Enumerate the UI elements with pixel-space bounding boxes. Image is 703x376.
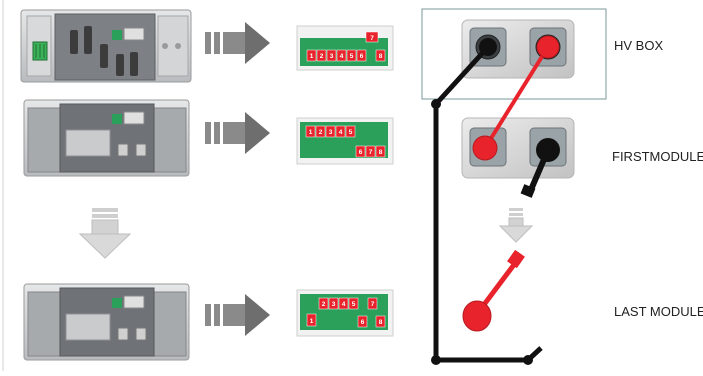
- dip-2-switch-7-label: 7: [369, 149, 373, 156]
- dip-1-switch-2-label: 2: [320, 53, 324, 60]
- dip-2-switch-2-label: 2: [319, 129, 323, 136]
- dip-2-switch-4-label: 4: [339, 129, 343, 136]
- dip-1-switch-1-label: 1: [310, 53, 314, 60]
- hv-box-unit: [20, 9, 192, 83]
- dip-2-switch-8-label: 8: [379, 149, 383, 156]
- dip-2-switch-1-label: 1: [309, 129, 313, 136]
- first-module-unit: [23, 99, 190, 177]
- arrow-right-3: [205, 294, 270, 336]
- first-module-label: FIRSTMODULE: [612, 149, 703, 164]
- red-cable: [462, 35, 560, 332]
- dip-1-switch-3-label: 3: [330, 53, 334, 60]
- dip-1-switch-7-label: 7: [370, 35, 374, 42]
- dip-1-switch-4-label: 4: [340, 53, 344, 60]
- dip-1-switch-5-label: 5: [350, 53, 354, 60]
- dip-3-switch-1-label: 1: [310, 318, 314, 325]
- hv-box-label: HV BOX: [614, 38, 663, 53]
- last-module-unit: [23, 283, 190, 361]
- arrow-down-left: [78, 208, 132, 259]
- dip-3-switch-5-label: 5: [352, 301, 356, 308]
- dip-board-2: 1 2 3 4 5 6 7 8: [296, 117, 394, 165]
- dip-3-switch-4-label: 4: [342, 301, 346, 308]
- dip-2-switch-6-label: 6: [359, 149, 363, 156]
- dip-1-switch-6-label: 6: [360, 53, 364, 60]
- arrow-right-2: [205, 112, 270, 154]
- arrow-down-right: [498, 208, 534, 243]
- dip-3-switch-7-label: 7: [371, 301, 375, 308]
- last-module-label: LAST MODULE: [614, 304, 703, 319]
- dip-board-3: 1 2 3 4 5 7 6 8: [296, 289, 394, 337]
- dip-2-switch-3-label: 3: [329, 129, 333, 136]
- dip-1-switch-8-label: 8: [379, 53, 383, 60]
- dip-board-1: 7 1 2 3 4 5 6 8: [296, 25, 394, 71]
- black-cable: [431, 38, 560, 365]
- dip-3-switch-6-label: 6: [361, 319, 365, 326]
- dip-3-switch-2-label: 2: [322, 301, 326, 308]
- dip-2-switch-5-label: 5: [349, 129, 353, 136]
- dip-3-switch-3-label: 3: [332, 301, 336, 308]
- dip-3-switch-8-label: 8: [379, 319, 383, 326]
- arrow-right-1: [205, 22, 270, 64]
